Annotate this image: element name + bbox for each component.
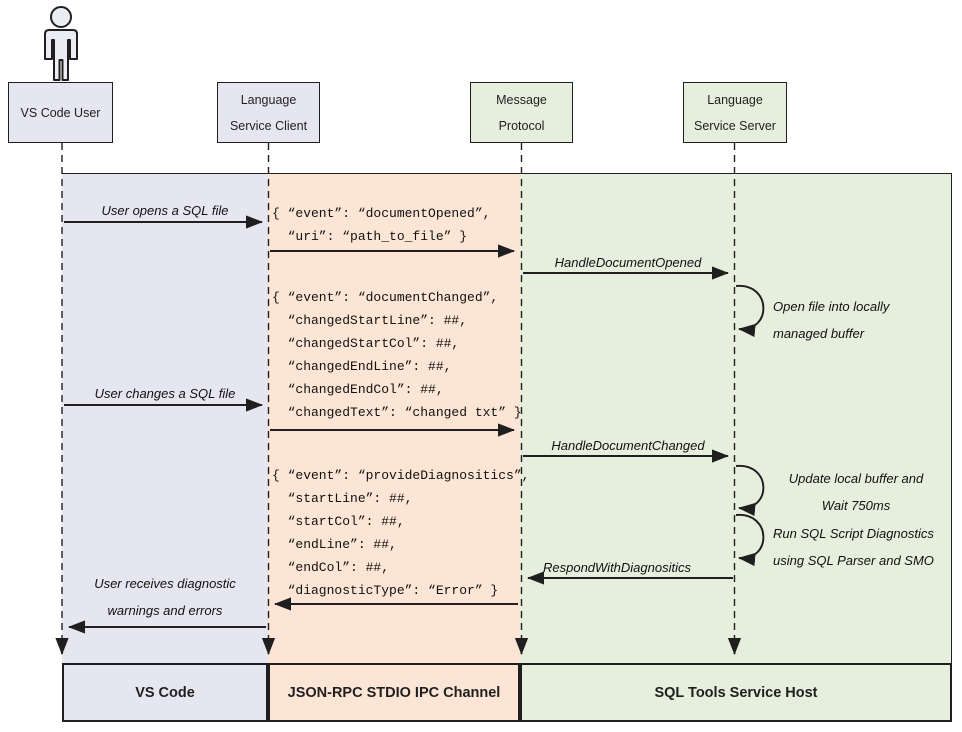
message-label-user-changes: User changes a SQL file — [94, 386, 236, 401]
actor-box-language-service-server: Language Service Server — [683, 82, 787, 143]
footer-box-label: JSON-RPC STDIO IPC Channel — [287, 684, 501, 701]
actor-box-label: Service Client — [229, 118, 308, 133]
payload-line: { “event”: “provideDiagnositics”, — [272, 468, 530, 483]
message-label-respond-with-diagnostics: RespondWithDiagnositics — [542, 560, 691, 575]
footer-box-service-host: SQL Tools Service Host — [520, 663, 952, 722]
payload-line: { “event”: “documentOpened”, — [272, 206, 491, 221]
actor-box-label: Language — [707, 92, 763, 107]
payload-line: “changedStartCol”: ##, — [272, 336, 460, 351]
note-line: Run SQL Script Diagnostics — [773, 526, 934, 541]
actor-box-label: Language — [240, 92, 297, 107]
message-label-user-opens: User opens a SQL file — [101, 203, 229, 218]
actor-box-label: Message — [496, 92, 547, 107]
note-run-diagnostics: Run SQL Script Diagnostics using SQL Par… — [773, 520, 934, 574]
payload-line: “changedText”: “changed txt” } — [272, 405, 522, 420]
footer-box-label: SQL Tools Service Host — [654, 684, 818, 701]
note-update-buffer: Update local buffer and Wait 750ms — [770, 465, 942, 519]
footer-box-label: VS Code — [135, 684, 195, 701]
note-line: using SQL Parser and SMO — [773, 553, 934, 568]
note-line: Update local buffer and — [788, 471, 924, 486]
payload-provide-diagnostics: { “event”: “provideDiagnositics”, “start… — [272, 464, 529, 602]
payload-document-changed: { “event”: “documentChanged”, “changedSt… — [272, 286, 522, 424]
lane-service-host — [520, 174, 951, 721]
payload-line: “changedStartLine”: ##, — [272, 313, 468, 328]
note-line: managed buffer — [773, 326, 865, 341]
lanes-region — [62, 173, 952, 722]
note-line: Open file into locally — [773, 299, 890, 314]
payload-line: { “event”: “documentChanged”, — [272, 290, 499, 305]
actor-box-label: Service Server — [694, 118, 776, 133]
payload-line: “changedEndCol”: ##, — [272, 382, 444, 397]
actor-box-message-protocol: Message Protocol — [470, 82, 573, 143]
payload-line: “endCol”: ##, — [272, 560, 390, 575]
note-open-file: Open file into locally managed buffer — [773, 293, 889, 347]
actor-box-vscode-user: VS Code User — [8, 82, 113, 143]
actor-box-language-service-client: Language Service Client — [217, 82, 320, 143]
note-line: warnings and errors — [107, 603, 223, 618]
payload-line: “startCol”: ##, — [272, 514, 405, 529]
message-label-handle-document-opened: HandleDocumentOpened — [554, 255, 702, 270]
message-label-handle-document-changed: HandleDocumentChanged — [551, 438, 705, 453]
payload-line: “startLine”: ##, — [272, 491, 413, 506]
actor-box-label: Protocol — [498, 118, 545, 133]
lane-vscode — [62, 174, 268, 721]
payload-document-opened: { “event”: “documentOpened”, “uri”: “pat… — [272, 202, 490, 248]
footer-box-vscode: VS Code — [62, 663, 268, 722]
payload-line: “endLine”: ##, — [272, 537, 397, 552]
payload-line: “diagnosticType”: “Error” } — [272, 583, 499, 598]
lane-ipc-channel — [268, 174, 520, 721]
message-label-user-receives: User receives diagnostic warnings and er… — [62, 570, 268, 624]
person-icon — [44, 6, 78, 81]
footer-box-ipc-channel: JSON-RPC STDIO IPC Channel — [268, 663, 520, 722]
note-line: User receives diagnostic — [94, 576, 236, 591]
actor-box-label: VS Code User — [20, 105, 101, 120]
payload-line: “changedEndLine”: ##, — [272, 359, 452, 374]
note-line: Wait 750ms — [821, 498, 891, 513]
payload-line: “uri”: “path_to_file” } — [272, 229, 468, 244]
